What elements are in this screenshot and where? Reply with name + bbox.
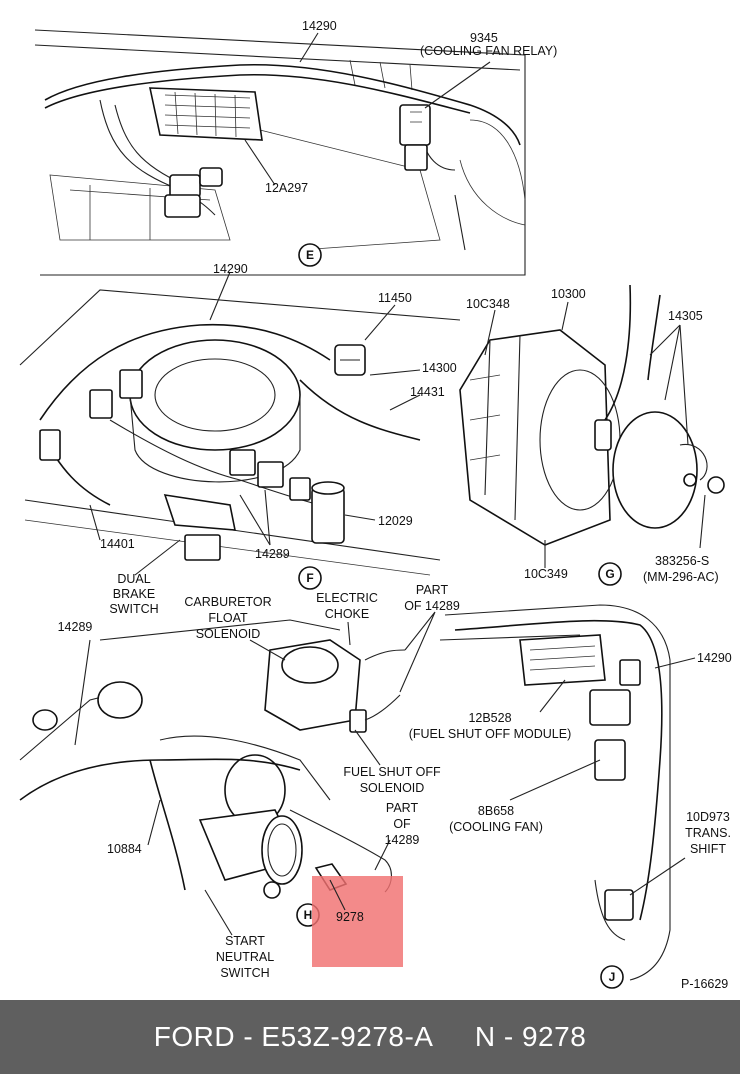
label-j-module: (FUEL SHUT OFF MODULE) <box>409 727 572 741</box>
view-g: G 10C348 10300 14305 10C349 383256-S (MM… <box>459 284 725 586</box>
label-j-8b658: 8B658 <box>478 804 514 818</box>
label-g-10c348: 10C348 <box>466 297 510 311</box>
footer-gap <box>433 1021 474 1053</box>
label-j-trans: TRANS. <box>685 826 731 840</box>
label-g-383256: 383256-S <box>655 554 709 568</box>
view-g-marker: G <box>605 567 614 581</box>
label-g-mm: (MM-296-AC) <box>643 570 719 584</box>
label-h-carburetor: CARBURETOR <box>184 595 271 609</box>
label-h-14289-2: 14289 <box>385 833 420 847</box>
label-h-part1: PART <box>416 583 449 597</box>
label-f-14300: 14300 <box>422 361 457 375</box>
label-h-9278: 9278 <box>336 910 364 924</box>
label-f-switch: SWITCH <box>109 602 158 616</box>
part-highlight <box>312 876 403 967</box>
label-h-choke: CHOKE <box>325 607 369 621</box>
label-f-dual: DUAL <box>117 572 150 586</box>
label-j-12b528: 12B528 <box>468 711 511 725</box>
label-h-part2: PART <box>386 801 419 815</box>
view-f: F 14290 11450 14300 14431 12029 14289 14… <box>19 262 461 616</box>
label-g-10300: 10300 <box>551 287 586 301</box>
label-h-float: FLOAT <box>208 611 248 625</box>
label-f-brake: BRAKE <box>113 587 155 601</box>
label-h-fuel-shut-off: FUEL SHUT OFF <box>343 765 441 779</box>
label-f-11450: 11450 <box>378 291 412 305</box>
reference-number: P-16629 <box>681 977 728 991</box>
label-h-10884: 10884 <box>107 842 142 856</box>
label-f-14431: 14431 <box>410 385 445 399</box>
view-e: E 14290 9345 (COOLING FAN RELAY) 12A297 <box>34 19 557 276</box>
label-f-14401: 14401 <box>100 537 135 551</box>
label-h-start: START <box>225 934 265 948</box>
label-j-shift: SHIFT <box>690 842 726 856</box>
label-g-10c349: 10C349 <box>524 567 568 581</box>
label-f-14290: 14290 <box>213 262 248 276</box>
view-j: J 14290 12B528 (FUEL SHUT OFF MODULE) 8B… <box>409 604 732 989</box>
label-h-14289: 14289 <box>58 620 93 634</box>
view-f-marker: F <box>306 571 313 585</box>
view-j-marker: J <box>609 970 616 984</box>
wiring-diagram: E 14290 9345 (COOLING FAN RELAY) 12A297 <box>19 19 732 991</box>
footer-part: FORD - E53Z-9278-A <box>153 1021 434 1052</box>
label-e-14290: 14290 <box>302 19 337 33</box>
label-f-12029: 12029 <box>378 514 413 528</box>
label-j-10d973: 10D973 <box>686 810 730 824</box>
footer-number: N - 9278 <box>474 1021 587 1052</box>
label-e-relay: (COOLING FAN RELAY) <box>420 44 557 58</box>
label-h-of: OF <box>393 817 411 831</box>
label-e-12a297: 12A297 <box>265 181 308 195</box>
view-h: H CARBURETOR FLOAT SOLENOID ELECTRIC CHO… <box>19 583 460 980</box>
view-e-marker: E <box>306 248 314 262</box>
view-h-marker: H <box>304 908 313 922</box>
label-h-solenoid: SOLENOID <box>196 627 261 641</box>
label-h-fuel-solenoid: SOLENOID <box>360 781 425 795</box>
label-j-14290: 14290 <box>697 651 732 665</box>
label-h-neutral: NEUTRAL <box>216 950 274 964</box>
label-h-electric: ELECTRIC <box>316 591 378 605</box>
label-h-of14289-1: OF 14289 <box>404 599 460 613</box>
label-f-14289: 14289 <box>255 547 290 561</box>
label-j-cooling-fan: (COOLING FAN) <box>449 820 543 834</box>
part-number-footer: FORD - E53Z-9278-A N - 9278 <box>0 1000 740 1074</box>
label-e-9345: 9345 <box>470 31 498 45</box>
label-g-14305: 14305 <box>668 309 703 323</box>
label-h-switch: SWITCH <box>220 966 269 980</box>
